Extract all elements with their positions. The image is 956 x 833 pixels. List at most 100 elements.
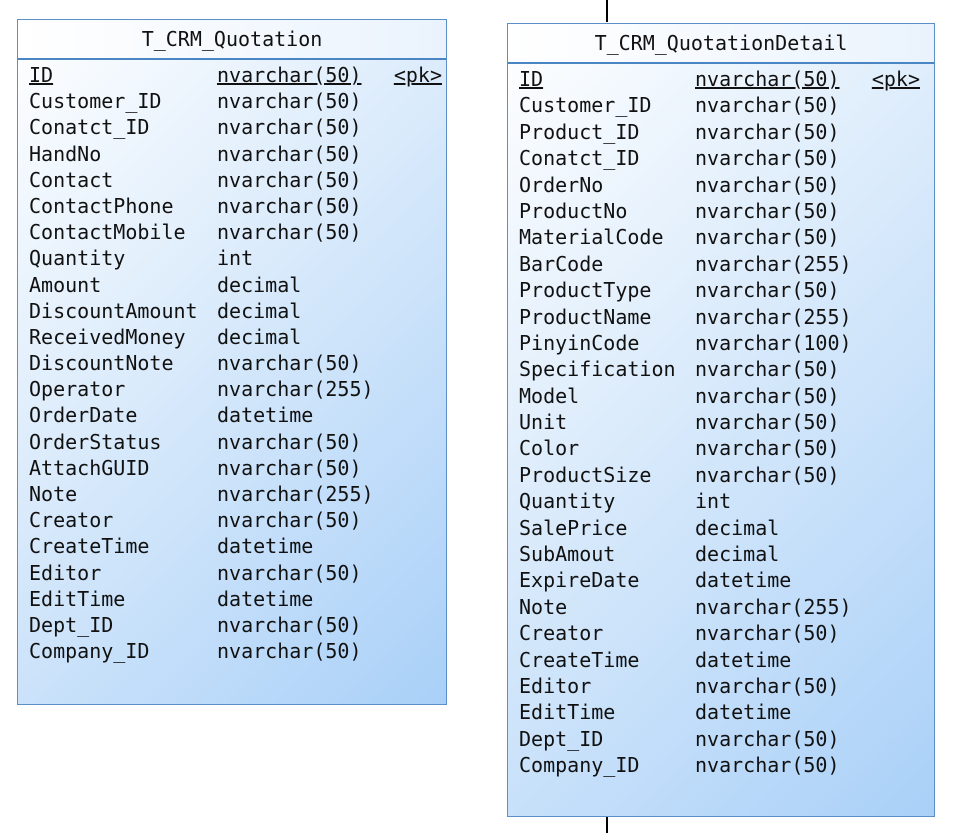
attribute-name: EditTime: [29, 586, 126, 611]
attribute-row[interactable]: EditTime datetime: [18, 586, 446, 612]
entity-title: T_CRM_QuotationDetail: [508, 24, 934, 64]
attribute-type: nvarchar(50): [695, 383, 840, 408]
attribute-name: HandNo: [29, 141, 102, 166]
attribute-row[interactable]: ExpireDate datetime: [508, 567, 934, 593]
attribute-name: Customer_ID: [519, 93, 652, 118]
attribute-type: nvarchar(50): [217, 115, 362, 140]
attribute-name: Operator: [29, 377, 126, 402]
attribute-type: nvarchar(50): [217, 560, 362, 585]
attribute-row[interactable]: OrderDate datetime: [18, 402, 446, 428]
attribute-name: Color: [519, 436, 580, 461]
attribute-name: OrderNo: [519, 172, 604, 197]
attribute-type: nvarchar(50): [695, 119, 840, 144]
primary-key-marker: <pk>: [393, 63, 442, 87]
attribute-name: DiscountAmount: [29, 298, 198, 323]
attribute-row[interactable]: Product_ID nvarchar(50): [508, 119, 934, 145]
attribute-type: nvarchar(50): [217, 639, 362, 664]
attribute-type: decimal: [695, 542, 780, 567]
attribute-type: nvarchar(50): [695, 67, 840, 91]
attribute-name: ProductSize: [519, 462, 652, 487]
attribute-name: Amount: [29, 272, 102, 297]
attribute-row[interactable]: Customer_ID nvarchar(50): [508, 92, 934, 118]
attribute-name: OrderDate: [29, 403, 138, 428]
attribute-type: nvarchar(50): [217, 429, 362, 454]
attribute-name: AttachGUID: [29, 455, 150, 480]
attribute-type: nvarchar(50): [695, 621, 840, 646]
attribute-row[interactable]: Creator nvarchar(50): [508, 620, 934, 646]
attribute-name: Dept_ID: [29, 612, 114, 637]
attribute-row[interactable]: Model nvarchar(50): [508, 383, 934, 409]
attribute-type: nvarchar(50): [217, 351, 362, 376]
attribute-name: ExpireDate: [519, 568, 640, 593]
attribute-row[interactable]: ContactMobile nvarchar(50): [18, 219, 446, 245]
attribute-type: nvarchar(50): [217, 220, 362, 245]
attribute-type: datetime: [695, 568, 792, 593]
attribute-name: ProductType: [519, 278, 652, 303]
attribute-name: BarCode: [519, 251, 604, 276]
entity-title: T_CRM_Quotation: [18, 20, 446, 60]
attribute-type: int: [695, 489, 732, 514]
attribute-name: Creator: [29, 508, 114, 533]
attribute-name: ContactMobile: [29, 220, 186, 245]
attribute-type: nvarchar(255): [217, 482, 374, 506]
attribute-name: Editor: [519, 673, 592, 698]
attribute-name: Product_ID: [519, 119, 640, 144]
attribute-name: MaterialCode: [519, 225, 664, 250]
attribute-name: Creator: [519, 621, 604, 646]
attribute-name: Model: [519, 383, 580, 408]
attribute-type: datetime: [217, 403, 314, 428]
attribute-type: datetime: [217, 586, 314, 611]
attribute-type: datetime: [217, 534, 314, 559]
attribute-type: nvarchar(255): [695, 304, 852, 329]
attribute-type: nvarchar(50): [217, 63, 362, 87]
attribute-row[interactable]: ContactPhone nvarchar(50): [18, 193, 446, 219]
attribute-type: nvarchar(50): [217, 193, 362, 218]
attribute-type: nvarchar(50): [695, 93, 840, 118]
attribute-name: ContactPhone: [29, 193, 174, 218]
